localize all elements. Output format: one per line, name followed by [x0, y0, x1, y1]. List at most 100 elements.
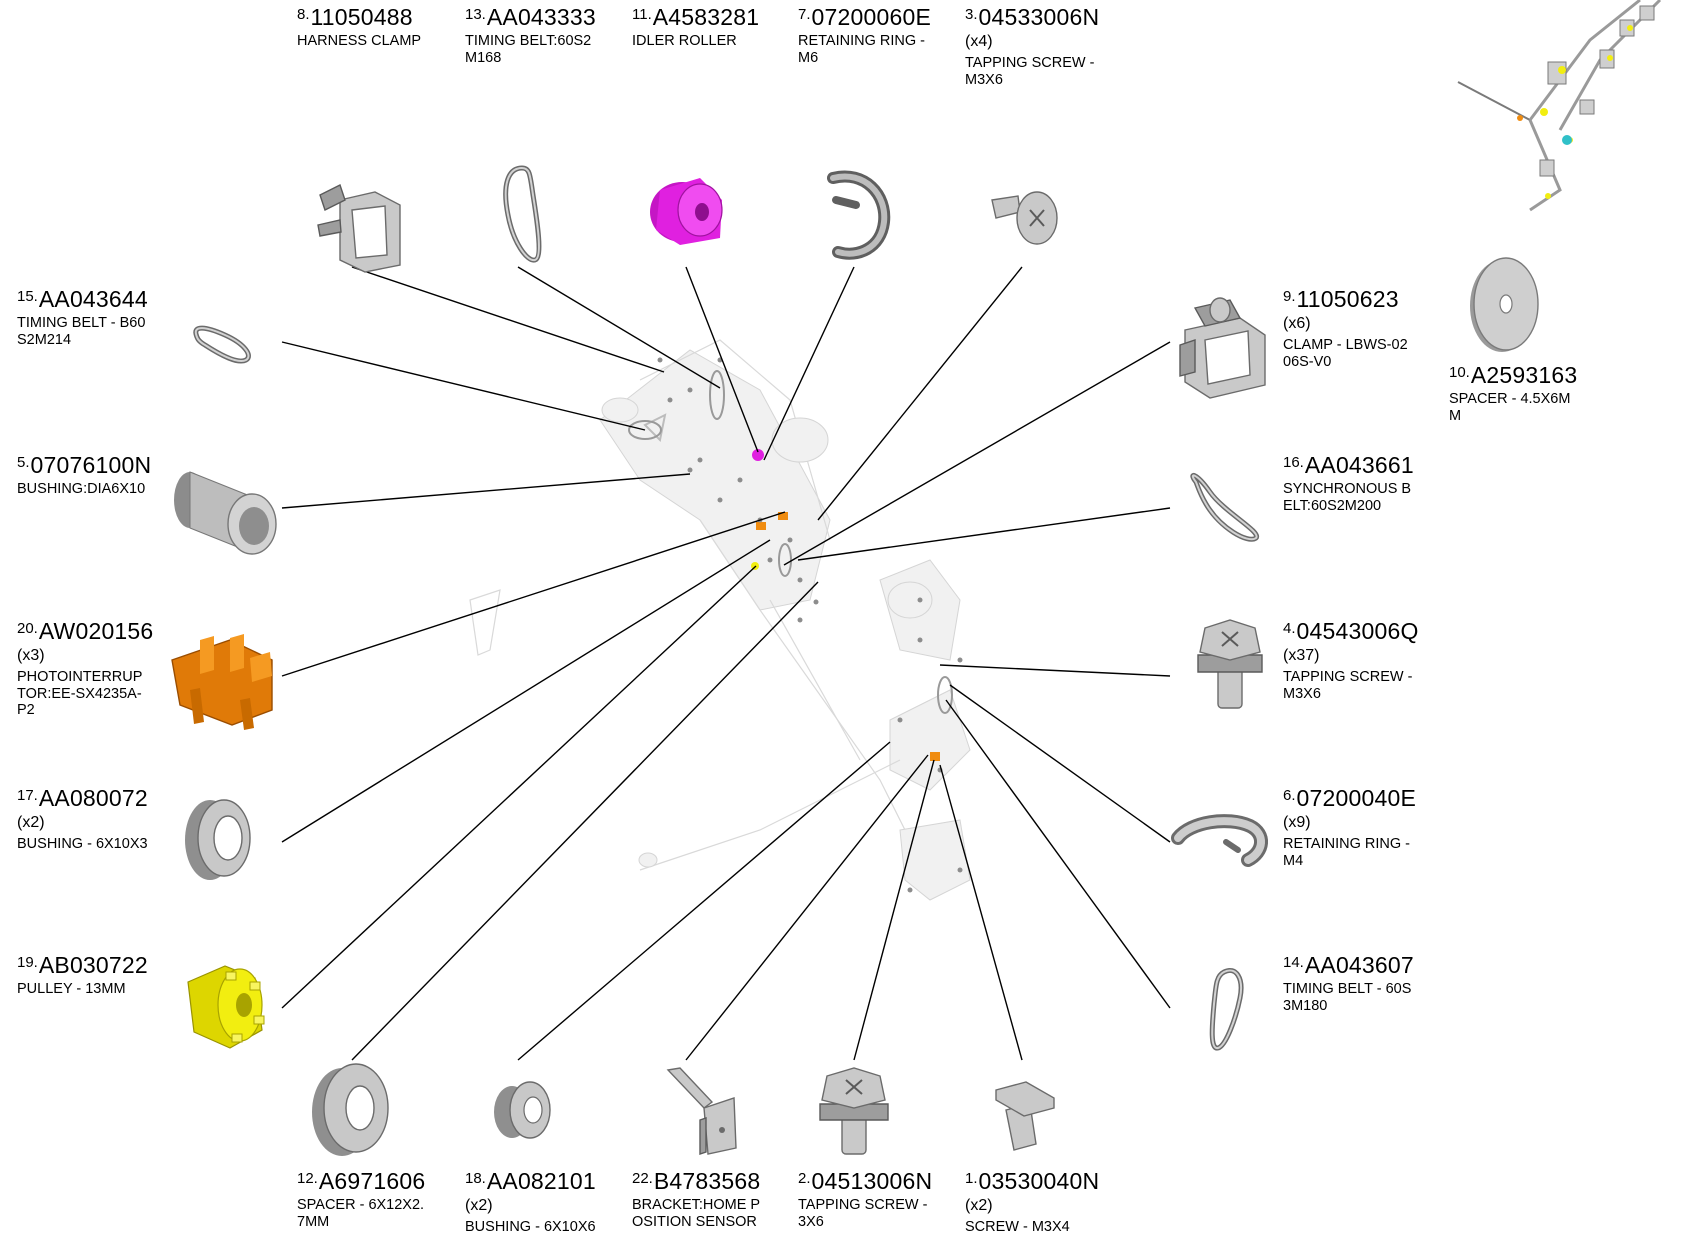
part-description: SYNCHRONOUS B ELT:60S2M200 — [1283, 481, 1412, 515]
leader-5 — [281, 473, 691, 509]
callout-index: 7. — [798, 6, 811, 23]
leader-4 — [939, 664, 1171, 677]
callout-index: 4. — [1283, 620, 1296, 637]
part-description: PHOTOINTERRUP TOR:EE-SX4235A- P2 — [17, 668, 143, 719]
part-number: B4783568 — [653, 1168, 761, 1194]
callout-index: 22. — [632, 1170, 653, 1187]
bracket-icon — [666, 1067, 737, 1155]
leader-9 — [783, 341, 1171, 566]
callout-part-12: 12.A6971606 SPACER - 6X12X2. 7MM — [297, 1168, 457, 1231]
callout-index: 17. — [17, 787, 38, 804]
leader-13 — [517, 266, 721, 389]
part-number: 11050488 — [310, 4, 413, 30]
part-description: TAPPING SCREW - M3X6 — [965, 54, 1095, 88]
leader-14 — [945, 699, 1171, 1009]
callout-part-3: 3.04533006N (x4) TAPPING SCREW - M3X6 — [965, 4, 1125, 88]
retaining-ring-icon — [1171, 814, 1268, 867]
callout-index: 2. — [798, 1170, 811, 1187]
part-description: TAPPING SCREW - M3X6 — [1283, 668, 1413, 702]
leader-20 — [281, 511, 786, 677]
tapping-screw-icon — [819, 1067, 889, 1155]
retaining-ring-icon — [827, 170, 891, 260]
callout-part-5: 5.07076100N BUSHING:DIA6X10 — [17, 452, 177, 498]
part-number: AA043607 — [1304, 952, 1414, 978]
part-description: TIMING BELT:60S2 M168 — [465, 33, 592, 67]
leader-22 — [685, 754, 929, 1061]
part-number: 04543006Q — [1296, 618, 1419, 644]
part-quantity: (x3) — [17, 647, 45, 665]
part-description: CLAMP - LBWS-02 06S-V0 — [1283, 336, 1408, 370]
callout-index: 12. — [297, 1170, 318, 1187]
part-description: BUSHING:DIA6X10 — [17, 481, 146, 498]
leader-11 — [685, 266, 759, 453]
timing-belt-icon — [1209, 968, 1244, 1051]
callout-part-13: 13.AA043333 TIMING BELT:60S2 M168 — [465, 4, 625, 67]
leader-16 — [797, 507, 1171, 561]
bushing-icon — [185, 799, 251, 880]
callout-part-1: 1.03530040N (x2) SCREW - M3X4 — [965, 1168, 1125, 1236]
callout-part-15: 15.AA043644 TIMING BELT - B60 S2M214 — [17, 286, 177, 349]
idler-roller-icon — [650, 178, 723, 245]
part-description: PULLEY - 13MM — [17, 981, 126, 998]
callout-part-17: 17.AA080072 (x2) BUSHING - 6X10X3 — [17, 785, 177, 853]
callout-part-7: 7.07200060E RETAINING RING - M6 — [798, 4, 958, 67]
part-number: AW020156 — [38, 618, 154, 644]
callout-index: 10. — [1449, 364, 1470, 381]
callout-part-19: 19.AB030722 PULLEY - 13MM — [17, 952, 177, 998]
spacer-icon — [312, 1063, 389, 1156]
part-quantity: (x4) — [965, 33, 993, 51]
part-description: BUSHING - 6X10X6 — [465, 1218, 596, 1235]
part-description: TAPPING SCREW - 3X6 — [798, 1197, 928, 1231]
part-description: BRACKET:HOME P OSITION SENSOR — [632, 1197, 761, 1231]
callout-index: 8. — [297, 6, 310, 23]
part-description: HARNESS CLAMP — [297, 33, 422, 50]
callout-part-11: 11.A4583281 IDLER ROLLER — [632, 4, 792, 50]
callout-index: 11. — [632, 6, 652, 23]
leader-7 — [763, 266, 855, 461]
pulley-icon — [187, 965, 265, 1049]
callout-index: 18. — [465, 1170, 486, 1187]
callout-part-8: 8.11050488 HARNESS CLAMP — [297, 4, 457, 50]
part-description: RETAINING RING - M4 — [1283, 835, 1411, 869]
callout-part-6: 6.07200040E (x9) RETAINING RING - M4 — [1283, 785, 1443, 869]
callout-part-14: 14.AA043607 TIMING BELT - 60S 3M180 — [1283, 952, 1443, 1015]
callout-index: 3. — [965, 6, 978, 23]
synchronous-belt-icon — [1190, 472, 1259, 542]
leader-6 — [949, 684, 1171, 843]
leader-19 — [281, 565, 757, 1009]
leader-1 — [939, 764, 1023, 1061]
callout-index: 20. — [17, 620, 38, 637]
callout-index: 1. — [965, 1170, 978, 1187]
timing-belt-icon — [193, 325, 251, 364]
spacer-washer-icon — [1470, 257, 1539, 352]
callout-part-9: 9.11050623 (x6) CLAMP - LBWS-02 06S-V0 — [1283, 286, 1443, 370]
photointerrupter-icon — [171, 634, 273, 730]
callout-part-22: 22.B4783568 BRACKET:HOME P OSITION SENSO… — [632, 1168, 792, 1231]
callout-part-10: 10.A2593163 SPACER - 4.5X6M M — [1449, 362, 1609, 425]
callout-index: 16. — [1283, 454, 1304, 471]
leader-15 — [281, 341, 646, 431]
callout-index: 13. — [465, 6, 486, 23]
part-quantity: (x9) — [1283, 814, 1311, 832]
part-description: SCREW - M3X4 — [965, 1218, 1070, 1235]
callout-index: 15. — [17, 288, 38, 305]
callout-index: 19. — [17, 954, 38, 971]
part-description: IDLER ROLLER — [632, 33, 737, 50]
part-description: BUSHING - 6X10X3 — [17, 835, 148, 852]
part-number: A2593163 — [1470, 362, 1578, 388]
part-number: A6971606 — [318, 1168, 426, 1194]
clamp-icon — [1179, 297, 1266, 399]
part-number: 04513006N — [811, 1168, 933, 1194]
callout-part-20: 20.AW020156 (x3) PHOTOINTERRUP TOR:EE-SX… — [17, 618, 177, 719]
part-description: TIMING BELT - 60S 3M180 — [1283, 981, 1412, 1015]
tapping-screw-icon — [991, 191, 1058, 245]
leader-3 — [817, 266, 1023, 521]
part-number: AA043333 — [486, 4, 596, 30]
callout-index: 6. — [1283, 787, 1296, 804]
harness-clamp-icon — [317, 184, 401, 273]
callout-part-18: 18.AA082101 (x2) BUSHING - 6X10X6 — [465, 1168, 625, 1236]
leader-12 — [351, 581, 819, 1061]
part-number: AB030722 — [38, 952, 148, 978]
